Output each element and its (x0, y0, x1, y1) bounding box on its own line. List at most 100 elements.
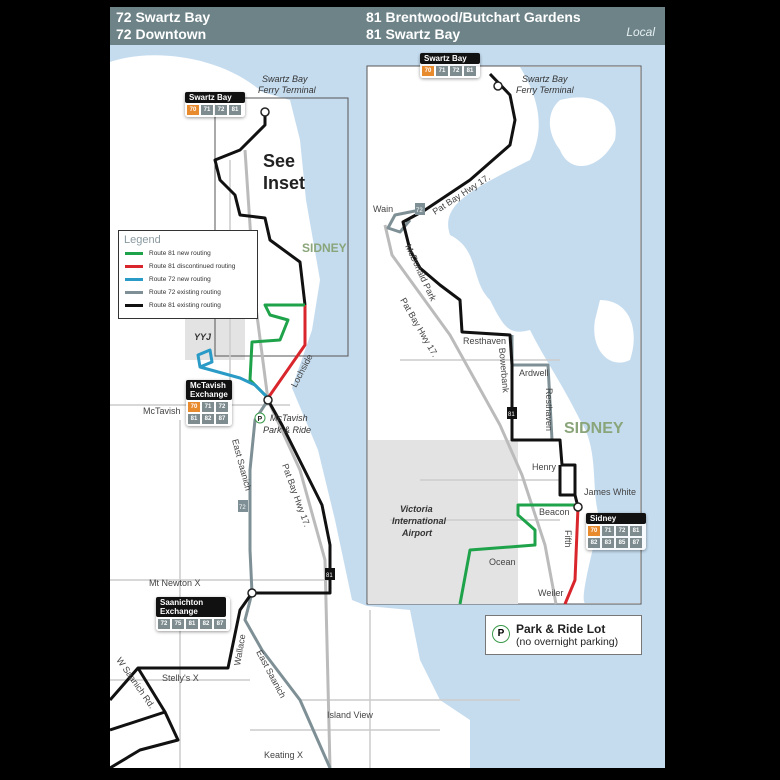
route-81-new (248, 303, 575, 605)
map-label: SIDNEY (302, 241, 347, 255)
legend-label: Route 72 existing routing (149, 289, 221, 296)
legend-swatch (125, 291, 143, 294)
route-tile[interactable]: 87 (214, 619, 226, 629)
route-tile[interactable]: 71 (202, 402, 214, 412)
stop-name: Swartz Bay (185, 92, 245, 103)
route-tile[interactable]: 87 (630, 538, 642, 548)
map-label: Airport (401, 528, 433, 538)
legend-title: Legend (124, 234, 161, 246)
legend-item: Route 81 discontinued routing (119, 260, 257, 273)
route-tile[interactable]: 71 (436, 66, 448, 76)
route-tile[interactable]: 83 (602, 538, 614, 548)
map-label: Island View (327, 710, 373, 720)
legend-item: Route 72 existing routing (119, 286, 257, 299)
map-label: Fifth (563, 530, 573, 548)
map-label: Victoria (400, 504, 433, 514)
route-tile[interactable]: 81 (186, 619, 198, 629)
route-tile[interactable]: 72 (215, 105, 227, 115)
route-tile[interactable]: 81 (630, 526, 642, 536)
route-tile[interactable]: 82 (202, 414, 214, 424)
route-tile[interactable]: 72 (158, 619, 170, 629)
route-shield-72-inset: 72 (415, 203, 425, 215)
map-label: SIDNEY (564, 420, 624, 437)
map-label: Ardwell (519, 368, 549, 378)
map-label: Inset (263, 173, 305, 193)
route-tile[interactable]: 70 (588, 526, 600, 536)
park-ride-icon: P (492, 625, 510, 643)
map-label: Henry (532, 462, 557, 472)
map-label: Ocean (489, 557, 516, 567)
route-shield-81: 81 (325, 568, 335, 580)
route-tile[interactable]: 81 (229, 105, 241, 115)
route-shield-81-inset: 81 (507, 407, 517, 419)
stop-marker-swartz-bay[interactable] (260, 107, 270, 117)
airport-area-inset (368, 440, 518, 604)
legend-swatch (125, 278, 143, 281)
svg-text:81: 81 (326, 573, 333, 579)
route-tile[interactable]: 82 (588, 538, 600, 548)
route-tile[interactable]: 70 (187, 105, 199, 115)
service-type: Local (626, 25, 655, 39)
legend-label: Route 81 discontinued routing (149, 263, 236, 270)
route-title: 81 Brentwood/Butchart Gardens (366, 9, 581, 25)
stop-marker-mctavish[interactable] (263, 395, 273, 405)
map-label: Swartz Bay (262, 74, 308, 84)
route-tile[interactable]: 71 (602, 526, 614, 536)
route-tile[interactable]: 87 (216, 414, 228, 424)
map-label: James White (584, 487, 636, 497)
legend-label: Route 81 existing routing (149, 302, 221, 309)
map-label: Ferry Terminal (516, 85, 575, 95)
svg-text:72: 72 (239, 505, 246, 511)
stop-name: Sidney (586, 513, 646, 524)
map-label: Weiler (538, 588, 563, 598)
route-tile[interactable]: 71 (201, 105, 213, 115)
route-tile[interactable]: 81 (188, 414, 200, 424)
legend-label: Route 72 new routing (149, 276, 211, 283)
route-tile[interactable]: 72 (450, 66, 462, 76)
stop-name: Saanichton Exchange (156, 597, 226, 617)
land-inset-peninsula (549, 97, 634, 363)
route-tile[interactable]: 75 (172, 619, 184, 629)
route-title: 81 Swartz Bay (366, 26, 461, 42)
map-label: Park & Ride (263, 425, 311, 435)
route-tile[interactable]: 81 (464, 66, 476, 76)
route-tile[interactable]: 70 (188, 402, 200, 412)
pat-bay-hwy-inset (383, 224, 558, 605)
map-label: See (263, 151, 295, 171)
park-ride-icon: P (254, 412, 266, 424)
legend-swatch (125, 265, 143, 268)
stop-marker-saanichton[interactable] (247, 588, 257, 598)
route-72-new (196, 348, 270, 400)
park-ride-title: Park & Ride Lot (516, 622, 606, 636)
legend-label: Route 81 new routing (149, 250, 211, 257)
map-label: Resthaven (463, 336, 506, 346)
legend-swatch (125, 252, 143, 255)
svg-text:72: 72 (416, 208, 423, 214)
map-label: Stelly's X (162, 673, 199, 683)
route-title: 72 Downtown (116, 26, 207, 42)
legend-swatch (125, 304, 143, 307)
stop-marker-swartz-bay-inset[interactable] (493, 81, 503, 91)
route-tile[interactable]: 70 (422, 66, 434, 76)
map-label: YYJ (194, 332, 212, 342)
stop-marker-sidney[interactable] (573, 502, 583, 512)
svg-text:81: 81 (508, 412, 515, 418)
legend-item: Route 81 new routing (119, 247, 257, 260)
map-label: Swartz Bay (522, 74, 568, 84)
route-tile[interactable]: 82 (200, 619, 212, 629)
route-map: 72 Swartz Bay 72 Downtown 81 Brentwood/Bu… (110, 7, 665, 768)
park-ride-legend: P Park & Ride Lot (no overnight parking) (485, 615, 642, 655)
route-tile[interactable]: 72 (616, 526, 628, 536)
route-shield-72: 72 (238, 500, 248, 512)
inset-area-box (214, 97, 349, 357)
route-tile[interactable]: 72 (216, 402, 228, 412)
route-tile[interactable]: 85 (616, 538, 628, 548)
map-label: Keating X (264, 750, 303, 760)
